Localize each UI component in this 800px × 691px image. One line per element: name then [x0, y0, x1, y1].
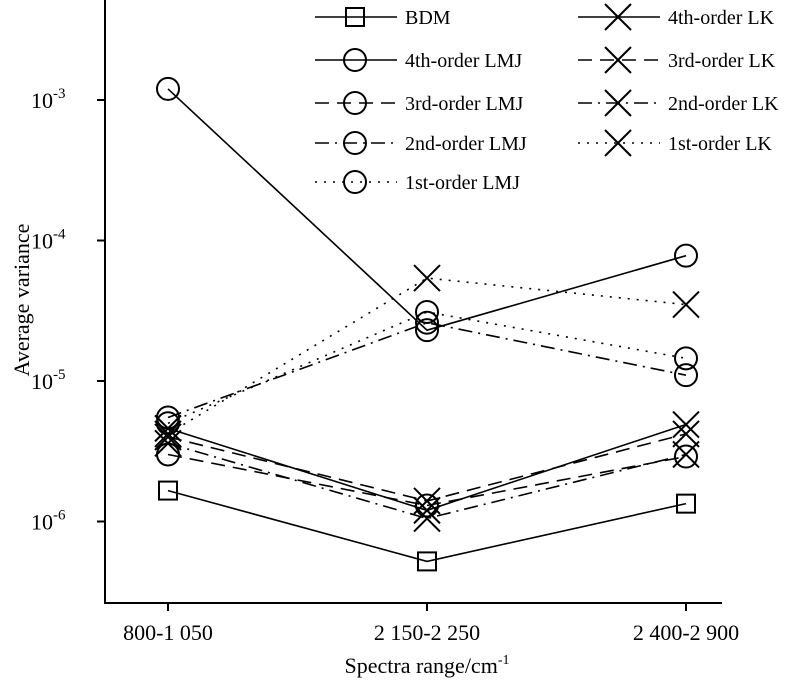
y-tick-label: 10-6	[31, 508, 66, 535]
series-line	[167, 489, 687, 563]
data-point	[672, 410, 700, 439]
legend-item: 2nd-order LMJ	[315, 131, 527, 155]
data-point	[674, 444, 698, 469]
series-line	[167, 433, 687, 502]
data-point	[154, 420, 182, 448]
y-tick-label: 10-4	[31, 227, 66, 254]
legend-marker	[343, 91, 367, 115]
legend-item: BDM	[315, 7, 451, 29]
x-axis-title: Spectra range/cm-1	[345, 653, 510, 678]
legend-label: 3rd-order LK	[668, 50, 776, 72]
data-point	[415, 299, 439, 324]
legend-item: 3rd-order LK	[578, 46, 776, 74]
series-line	[167, 277, 687, 435]
legend-marker	[604, 89, 632, 117]
data-point	[154, 414, 182, 443]
legend-marker	[604, 3, 632, 31]
data-point	[674, 243, 698, 268]
series-line	[167, 453, 687, 507]
series-4th-order-lmj	[156, 76, 698, 343]
legend-item: 3rd-order LMJ	[315, 91, 524, 115]
legend-item: 4th-order LMJ	[315, 48, 522, 72]
series-bdm	[158, 480, 696, 572]
data-point	[415, 493, 439, 518]
series-4th-order-lk	[154, 410, 700, 525]
series-1st-order-lk	[154, 264, 700, 448]
legend-item: 2nd-order LK	[578, 89, 779, 117]
legend-label: 4th-order LK	[668, 7, 775, 29]
legend-label: 2nd-order LK	[668, 93, 779, 115]
data-point	[672, 420, 700, 448]
legend-label: 3rd-order LMJ	[405, 93, 524, 115]
series-line	[167, 442, 687, 520]
data-point	[156, 442, 180, 467]
legend-item: 1st-order LK	[578, 129, 772, 157]
legend-marker	[343, 170, 367, 194]
legend-marker	[604, 129, 632, 157]
y-tick-label: 10-3	[31, 86, 66, 113]
data-point	[413, 264, 441, 292]
data-point	[413, 496, 441, 525]
data-point	[156, 76, 180, 101]
y-axis-title: Average variance	[9, 224, 34, 377]
data-point	[676, 493, 696, 514]
data-point	[158, 480, 178, 501]
legend-label: 1st-order LK	[668, 133, 772, 155]
x-tick-label: 2 150-2 250	[374, 620, 480, 645]
data-point	[674, 346, 698, 371]
series-line	[167, 311, 687, 425]
legend-marker	[604, 46, 632, 74]
series-1st-order-lmj	[156, 299, 698, 436]
legend-marker	[345, 7, 365, 27]
data-point	[417, 551, 437, 572]
legend-marker	[343, 131, 367, 155]
series-line	[167, 88, 687, 332]
series-line	[167, 423, 687, 512]
data-point	[674, 363, 698, 388]
legend-item: 1st-order LMJ	[315, 170, 520, 194]
data-point	[672, 440, 700, 469]
legend-label: 1st-order LMJ	[405, 172, 520, 194]
x-tick-label: 800-1 050	[123, 620, 213, 645]
x-tick-label: 2 400-2 900	[633, 620, 739, 645]
legend-marker	[343, 48, 367, 72]
legend-label: 4th-order LMJ	[405, 50, 522, 72]
legend-label: 2nd-order LMJ	[405, 133, 527, 155]
legend-label: BDM	[405, 7, 451, 29]
data-point	[415, 318, 439, 343]
data-point	[154, 429, 182, 458]
data-point	[672, 290, 700, 319]
series-2nd-order-lk	[154, 429, 700, 533]
y-tick-label: 10-5	[31, 367, 66, 394]
legend-item: 4th-order LK	[578, 3, 775, 31]
series-line	[167, 321, 687, 419]
data-point	[413, 504, 441, 533]
data-point	[415, 310, 439, 335]
